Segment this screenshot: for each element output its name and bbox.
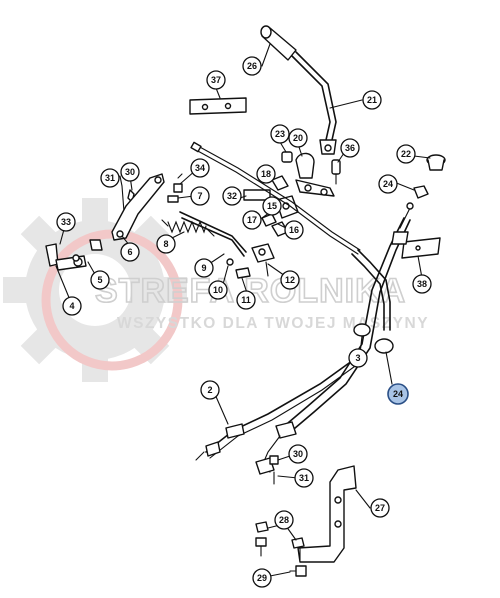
- callout-30-bottom[interactable]: 30: [288, 444, 308, 464]
- callout-31-top[interactable]: 31: [100, 168, 120, 188]
- callout-9[interactable]: 9: [194, 258, 214, 278]
- svg-text:26: 26: [247, 61, 257, 71]
- watermark: STREFA ROLNIKA WSZYSTKO DLA TWOJEJ MASZY…: [3, 198, 429, 382]
- svg-text:3: 3: [355, 353, 360, 363]
- svg-text:20: 20: [293, 133, 303, 143]
- lever-linkage: [281, 151, 341, 197]
- svg-text:23: 23: [275, 129, 285, 139]
- bracket-part: [226, 221, 289, 279]
- plate-right: [401, 237, 441, 259]
- mounting-bracket: [297, 465, 357, 563]
- callout-20[interactable]: 21: [362, 90, 382, 110]
- fasteners: [255, 521, 307, 577]
- svg-text:4: 4: [69, 301, 74, 311]
- callout-32[interactable]: 32: [222, 186, 242, 206]
- callout-10[interactable]: 10: [208, 280, 228, 300]
- svg-text:22: 22: [401, 149, 411, 159]
- svg-text:33: 33: [61, 217, 71, 227]
- svg-text:31: 31: [105, 173, 115, 183]
- svg-text:31: 31: [299, 473, 309, 483]
- callout-36[interactable]: 36: [340, 138, 360, 158]
- callout-11[interactable]: 11: [236, 290, 256, 310]
- svg-text:6: 6: [127, 247, 132, 257]
- callout-27[interactable]: 27: [370, 498, 390, 518]
- svg-text:34: 34: [195, 163, 205, 173]
- callout-33[interactable]: 33: [56, 212, 76, 232]
- upper-cable: [190, 141, 361, 255]
- callout-15[interactable]: 15: [262, 196, 282, 216]
- callout-5[interactable]: 5: [90, 270, 110, 290]
- callout-34[interactable]: 34: [190, 158, 210, 178]
- callout-29[interactable]: 29: [252, 568, 272, 588]
- callout-2[interactable]: 2: [200, 380, 220, 400]
- svg-text:5: 5: [97, 275, 102, 285]
- hand-lever: [260, 25, 337, 155]
- svg-text:10: 10: [213, 285, 223, 295]
- svg-text:24: 24: [393, 389, 403, 399]
- svg-text:2: 2: [207, 385, 212, 395]
- small-parts: [167, 173, 183, 203]
- svg-text:18: 18: [261, 169, 271, 179]
- svg-text:17: 17: [247, 215, 257, 225]
- svg-text:36: 36: [345, 143, 355, 153]
- lower-small-parts: [269, 455, 279, 485]
- callout-17[interactable]: 17: [242, 210, 262, 230]
- callout-12[interactable]: 12: [280, 270, 300, 290]
- svg-text:30: 30: [293, 449, 303, 459]
- callout-30-top[interactable]: 30: [120, 162, 140, 182]
- main-cables: [195, 202, 414, 475]
- svg-text:27: 27: [375, 503, 385, 513]
- svg-text:16: 16: [289, 225, 299, 235]
- svg-text:7: 7: [197, 191, 202, 201]
- callout-38[interactable]: 38: [412, 274, 432, 294]
- callout-31-bottom[interactable]: 31: [294, 468, 314, 488]
- callout-19[interactable]: 20: [288, 128, 308, 148]
- svg-text:29: 29: [257, 573, 267, 583]
- svg-text:24: 24: [383, 179, 393, 189]
- svg-text:30: 30: [125, 167, 135, 177]
- callout-8[interactable]: 8: [156, 234, 176, 254]
- svg-text:15: 15: [267, 201, 277, 211]
- watermark-tagline: WSZYSTKO DLA TWOJEJ MASZYNY: [117, 315, 429, 332]
- plate-part: [189, 97, 247, 115]
- callout-37[interactable]: 37: [206, 70, 226, 90]
- svg-text:9: 9: [201, 263, 206, 273]
- svg-text:32: 32: [227, 191, 237, 201]
- callout-4[interactable]: 4: [62, 296, 82, 316]
- svg-text:12: 12: [285, 275, 295, 285]
- svg-text:8: 8: [163, 239, 168, 249]
- callout-26[interactable]: 26: [242, 56, 262, 76]
- left-linkage: [45, 173, 165, 271]
- svg-text:37: 37: [211, 75, 221, 85]
- knob-part: [413, 154, 446, 199]
- rod-part: [179, 211, 247, 257]
- callout-23[interactable]: 24: [378, 174, 398, 194]
- callout-18[interactable]: 18: [256, 164, 276, 184]
- callout-28[interactable]: 28: [274, 510, 294, 530]
- callout-21[interactable]: 23: [270, 124, 290, 144]
- svg-text:38: 38: [417, 279, 427, 289]
- callout-7[interactable]: 7: [190, 186, 210, 206]
- svg-text:28: 28: [279, 515, 289, 525]
- callout-24[interactable]: 24: [387, 383, 409, 405]
- svg-text:21: 21: [367, 95, 377, 105]
- callout-3[interactable]: 3: [348, 348, 368, 368]
- callout-16[interactable]: 16: [284, 220, 304, 240]
- callout-22[interactable]: 22: [396, 144, 416, 164]
- svg-text:11: 11: [241, 295, 251, 305]
- callout-6[interactable]: 6: [120, 242, 140, 262]
